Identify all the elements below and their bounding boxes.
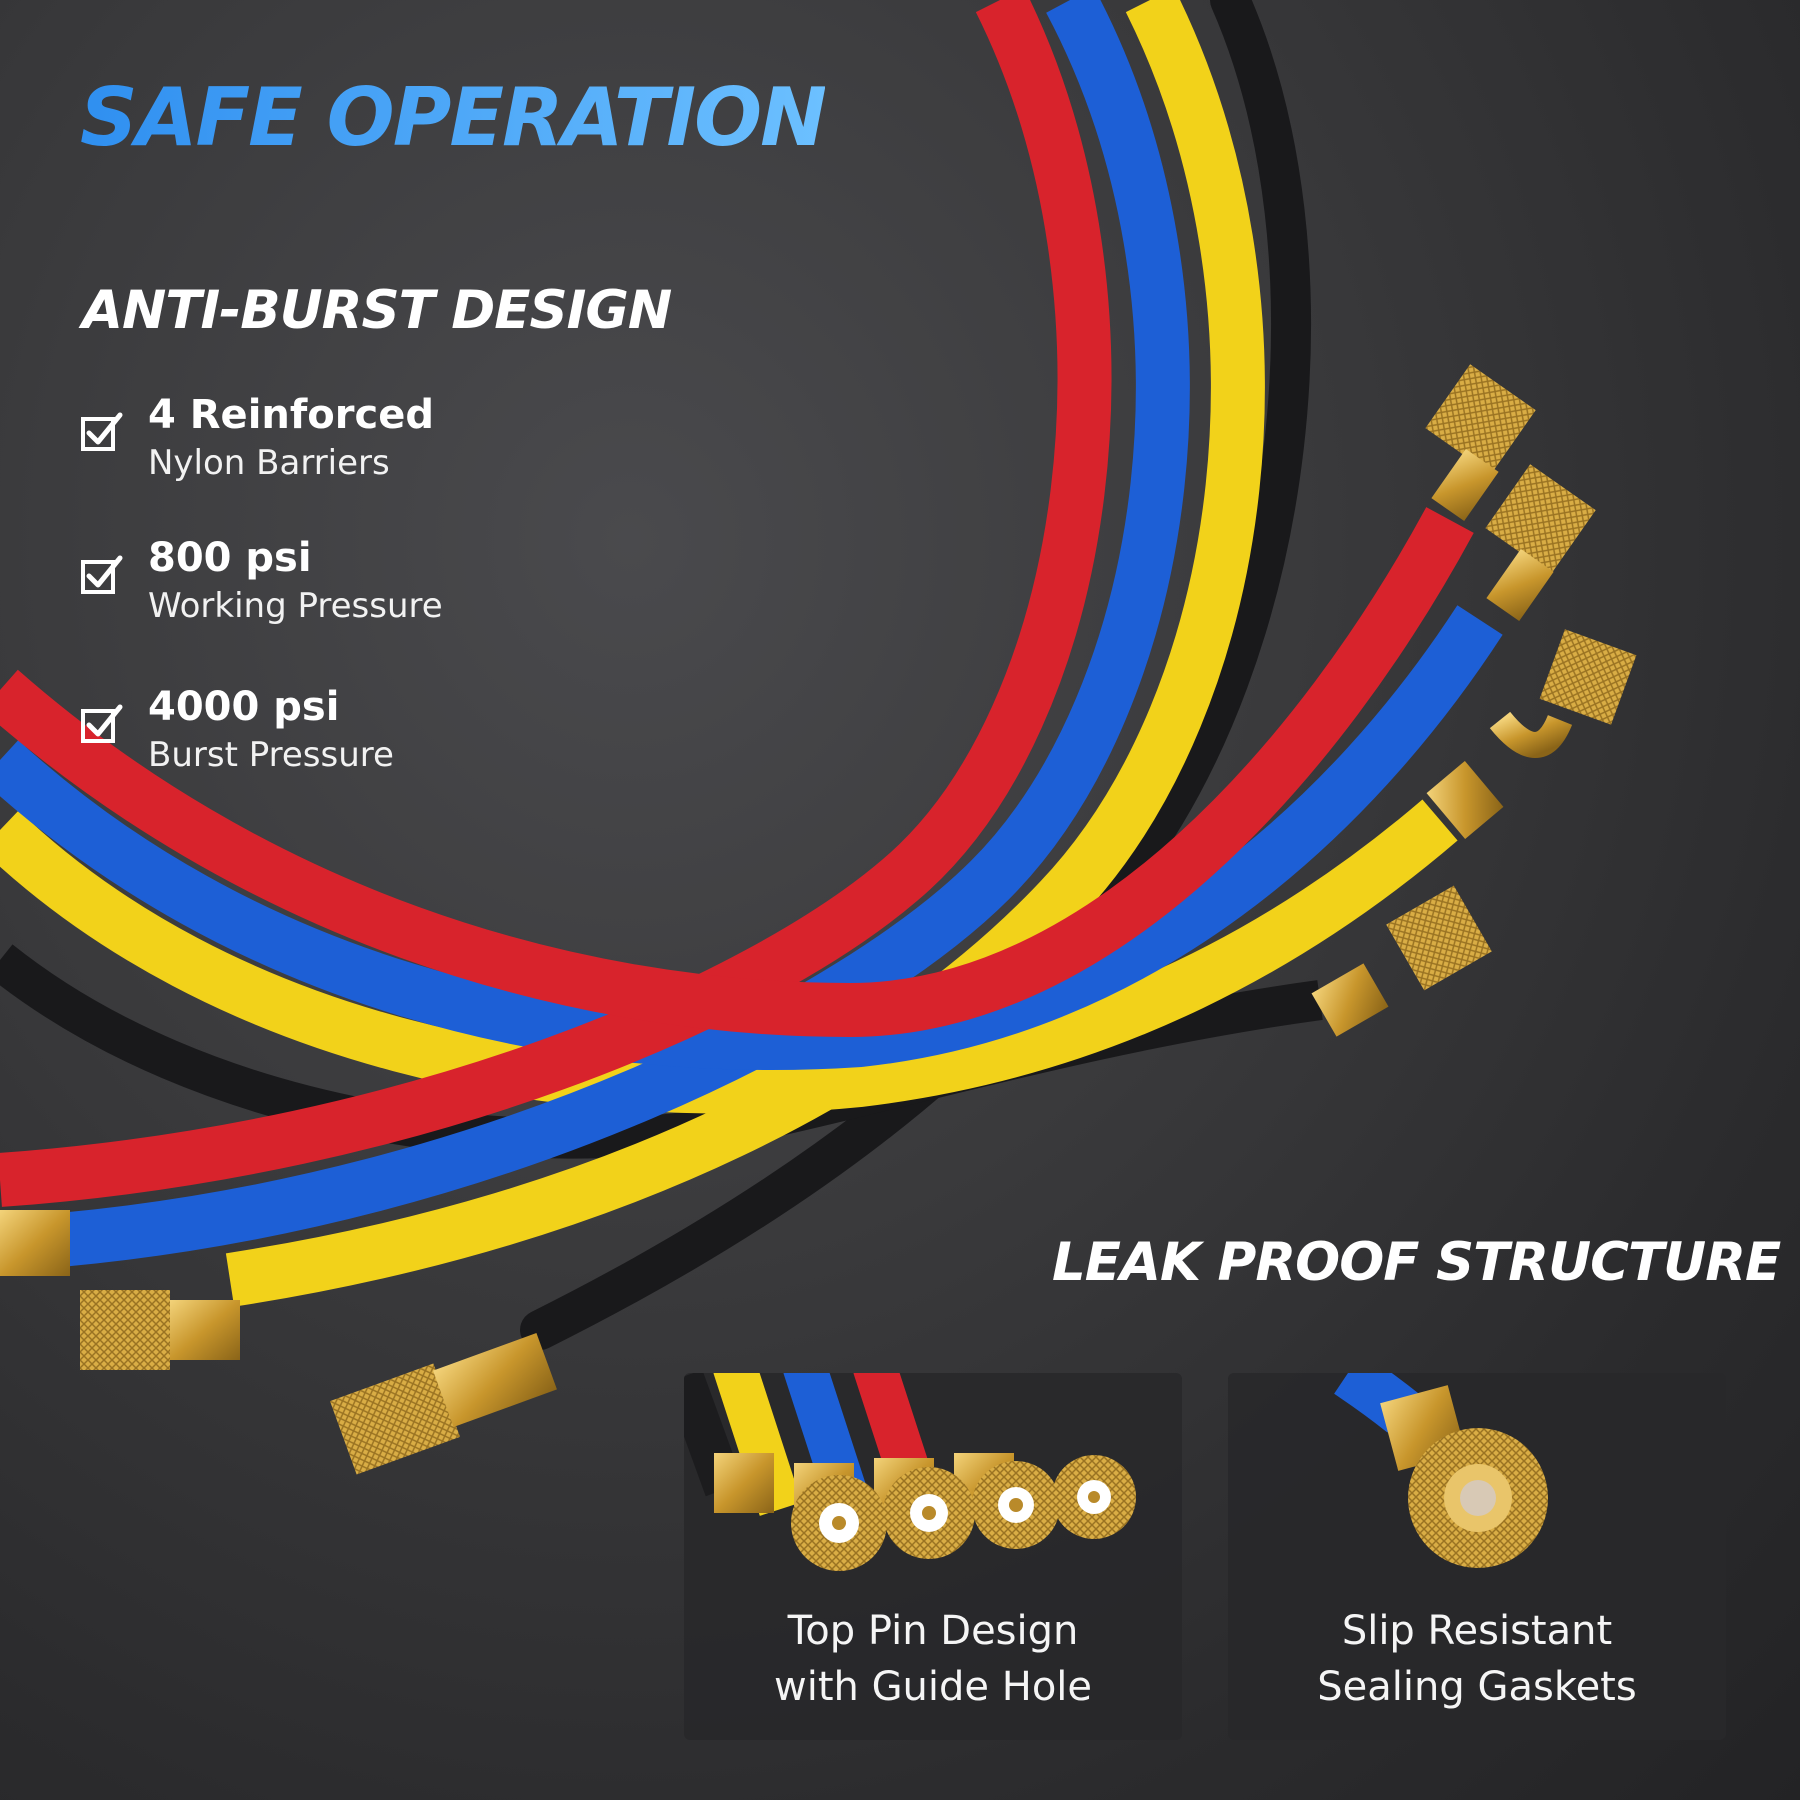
red-hose: [0, 0, 1112, 1207]
yellow-hose: [225, 0, 1265, 1307]
card-caption-line1: Top Pin Design: [787, 1608, 1079, 1654]
gasket-fitting-photo: [1334, 1373, 1548, 1568]
black-hose: [520, 0, 1311, 1350]
fitting-ends-photo: [684, 1373, 1136, 1571]
feature-description: Burst Pressure: [148, 735, 394, 775]
card-caption-line2: with Guide Hole: [773, 1664, 1093, 1710]
feature-value: 4 Reinforced: [148, 392, 434, 438]
brass-fittings: [0, 364, 1637, 1475]
blue-hose: [57, 0, 1190, 1267]
checkbox-checked-icon: [81, 555, 123, 594]
feature-value: 4000 psi: [148, 684, 340, 730]
card-top-pin-design: Top Pin Design with Guide Hole: [684, 1373, 1182, 1740]
feature-reinforced-barriers: 4 Reinforced Nylon Barriers: [80, 393, 600, 493]
checkbox-checked-icon: [81, 412, 123, 451]
feature-working-pressure: 800 psi Working Pressure: [80, 536, 600, 636]
card-caption-line1: Slip Resistant: [1341, 1608, 1613, 1654]
feature-burst-pressure: 4000 psi Burst Pressure: [80, 685, 600, 785]
anti-burst-heading: ANTI-BURST DESIGN: [82, 280, 672, 341]
feature-description: Nylon Barriers: [148, 443, 390, 483]
feature-value: 800 psi: [148, 535, 312, 581]
leak-proof-heading: LEAK PROOF STRUCTURE: [1052, 1232, 1781, 1293]
card-caption-line2: Sealing Gaskets: [1317, 1664, 1637, 1710]
card-sealing-gaskets: Slip Resistant Sealing Gaskets: [1228, 1373, 1726, 1740]
page-title: SAFE OPERATION: [80, 71, 827, 164]
checkbox-checked-icon: [81, 704, 123, 743]
feature-description: Working Pressure: [148, 586, 443, 626]
